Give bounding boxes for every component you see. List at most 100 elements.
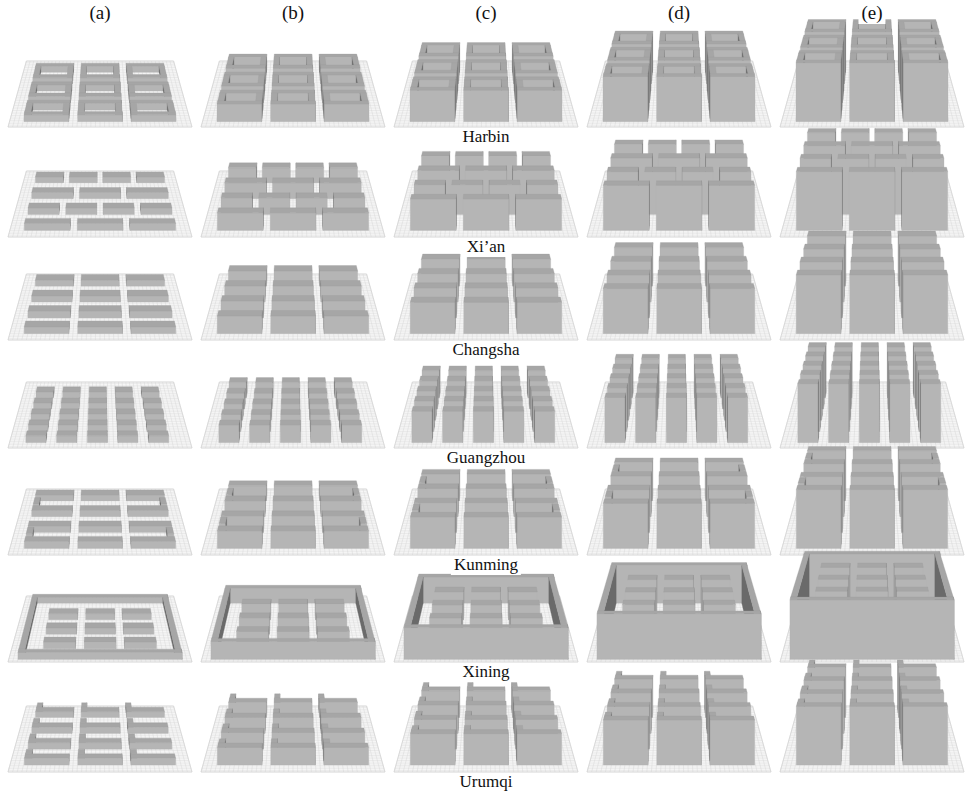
- building-roof: [465, 166, 506, 171]
- model-panel: [587, 354, 771, 448]
- building-roof: [272, 83, 314, 86]
- building-roof: [838, 154, 869, 158]
- ground-grid: [394, 274, 578, 340]
- building-roof: [705, 243, 744, 248]
- building-roof: [452, 180, 483, 185]
- building-front: [28, 425, 47, 432]
- building-roof: [805, 29, 845, 32]
- building-roof: [127, 718, 133, 723]
- building-front: [850, 275, 895, 334]
- building-front: [35, 495, 73, 501]
- building-roof: [229, 698, 267, 702]
- building-roof: [660, 458, 698, 463]
- building-roof: [853, 446, 891, 450]
- building-roof: [657, 499, 701, 504]
- building-roof: [80, 718, 86, 723]
- building-roof: [639, 374, 658, 379]
- building-roof: [664, 588, 694, 593]
- building-roof: [447, 376, 465, 381]
- building-front: [219, 425, 239, 443]
- building-roof: [939, 53, 947, 60]
- building-front: [79, 193, 120, 199]
- building-roof: [821, 563, 850, 567]
- building-roof: [902, 167, 948, 171]
- building-front: [443, 411, 463, 443]
- building-roof: [69, 172, 97, 177]
- building-roof: [79, 93, 121, 96]
- building-roof: [894, 563, 923, 567]
- building-roof: [225, 713, 265, 717]
- building-roof: [279, 599, 308, 604]
- building-front: [130, 526, 172, 533]
- building-roof: [81, 63, 119, 66]
- building-roof: [160, 498, 167, 505]
- ground-grid: [394, 61, 578, 127]
- building-front: [79, 743, 121, 750]
- building-roof: [503, 386, 522, 391]
- building-front: [118, 436, 138, 443]
- building-front: [217, 747, 261, 765]
- building-front: [66, 208, 97, 215]
- building-roof: [280, 420, 300, 425]
- building-front: [404, 628, 568, 660]
- building-roof: [455, 151, 483, 156]
- building-roof: [211, 638, 375, 641]
- building-roof: [706, 154, 748, 159]
- building-roof: [79, 521, 121, 526]
- building-roof: [931, 22, 938, 29]
- building-roof: [404, 625, 568, 628]
- building-roof: [324, 311, 369, 317]
- building-roof: [272, 728, 314, 732]
- ground-plane: [201, 706, 385, 772]
- building-roof: [607, 485, 650, 490]
- building-front: [127, 495, 165, 501]
- building-front: [324, 104, 369, 122]
- building-front: [127, 280, 165, 286]
- building-roof: [875, 128, 903, 132]
- building-roof: [715, 140, 743, 145]
- building-roof: [422, 366, 440, 371]
- building-roof: [163, 598, 182, 650]
- building-roof: [807, 128, 835, 132]
- building-front: [217, 316, 262, 334]
- building-roof: [513, 53, 553, 56]
- building-front: [36, 712, 74, 718]
- building-roof: [24, 321, 69, 327]
- building-roof: [218, 739, 225, 743]
- building-roof: [475, 366, 492, 371]
- building-roof: [411, 80, 419, 88]
- building-front: [103, 208, 134, 215]
- building-roof: [898, 20, 936, 23]
- building-front: [78, 327, 123, 334]
- building-roof: [667, 383, 686, 388]
- building-roof: [31, 409, 50, 414]
- model-panel: [394, 574, 578, 662]
- building-roof: [887, 53, 894, 60]
- model-panel: [201, 54, 385, 127]
- building-roof: [663, 600, 695, 605]
- building-roof: [502, 376, 520, 381]
- building-roof: [88, 409, 107, 414]
- building-roof: [281, 399, 300, 404]
- building-roof: [501, 63, 507, 71]
- ground-plane: [587, 171, 771, 237]
- building-roof: [323, 90, 366, 93]
- building-roof: [310, 399, 329, 404]
- building-front: [32, 511, 72, 517]
- building-front: [24, 758, 69, 765]
- building-front: [117, 414, 135, 420]
- building-front: [63, 392, 80, 398]
- building-roof: [889, 361, 908, 365]
- building-roof: [603, 284, 648, 289]
- building-roof: [319, 694, 325, 698]
- building-front: [18, 652, 182, 659]
- building-roof: [471, 600, 501, 605]
- ground-plane: [780, 171, 964, 237]
- building-roof: [78, 103, 85, 111]
- building-roof: [807, 231, 846, 236]
- building-roof: [660, 31, 698, 34]
- ground-plane: [8, 61, 192, 127]
- building-roof: [35, 172, 63, 177]
- building-front: [790, 600, 954, 660]
- building-roof: [320, 178, 362, 183]
